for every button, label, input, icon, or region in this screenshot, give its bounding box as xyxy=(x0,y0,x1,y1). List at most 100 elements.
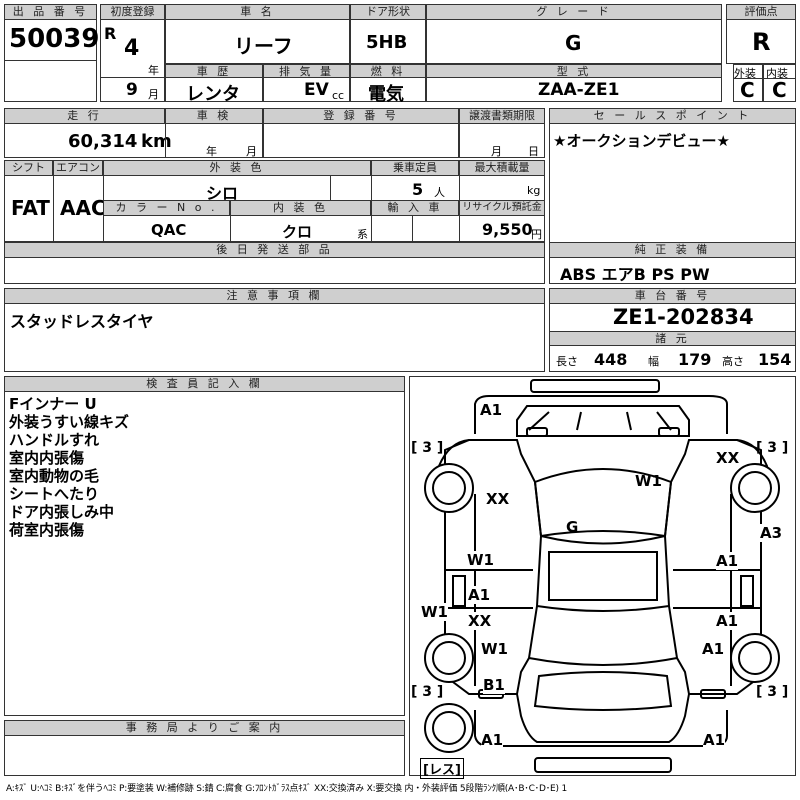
grade-value: G xyxy=(565,31,582,55)
import-label: 輸 入 車 xyxy=(371,200,459,216)
mileage-unit: km xyxy=(141,131,172,152)
first-reg-box xyxy=(100,4,165,102)
chassis-value: ZE1-202834 xyxy=(613,305,754,329)
fuel-label: 燃 料 xyxy=(350,64,426,78)
mark-left-sill: W1 xyxy=(421,603,448,621)
caution-label: 注 意 事 項 欄 xyxy=(4,288,545,304)
transfer-month-unit: 月 xyxy=(491,145,502,158)
mark-rear-bumper-right: A1 xyxy=(703,731,726,749)
exterior-grade-label: 外装 xyxy=(734,67,756,80)
interior-grade-label: 内装 xyxy=(766,67,788,80)
chassis-label: 車 台 番 号 xyxy=(549,288,796,304)
mark-fr-fender: XX xyxy=(716,449,740,467)
dims-length-label: 長さ xyxy=(556,355,578,368)
recycle-unit: 円 xyxy=(531,228,542,241)
aircon-value: AAC xyxy=(60,196,106,220)
note-line: 荷室内張傷 xyxy=(9,521,85,539)
mark-right-edge: A3 xyxy=(760,524,783,542)
car-name-label: 車 名 xyxy=(165,4,350,20)
mark-fr-door: A1 xyxy=(716,552,739,570)
mark-fl-door: W1 xyxy=(467,551,494,569)
mark-rl-door-xx: XX xyxy=(468,612,492,630)
transfer-date-label: 譲渡書類期限 xyxy=(459,108,545,124)
interior-grade: C xyxy=(772,78,787,102)
note-line: ドア内張しみ中 xyxy=(9,503,115,521)
note-line: Fインナー U xyxy=(9,395,97,413)
exterior-color-value: シロ xyxy=(206,184,239,203)
genuine-equip-value: ABS エアB PS PW xyxy=(560,265,710,284)
mileage-label: 走 行 xyxy=(4,108,165,124)
lot-number: 50039 xyxy=(9,24,100,54)
first-reg-month: 9 xyxy=(126,80,138,100)
mark-hood: W1 xyxy=(635,472,662,490)
shift-label: シフト xyxy=(4,160,53,176)
aircon-label: エアコン xyxy=(53,160,103,176)
dims-length: 448 xyxy=(594,350,628,369)
max-load-label: 最大積載量 xyxy=(459,160,545,176)
reg-number-label: 登 録 番 号 xyxy=(263,108,459,124)
note-line: 外装うすい線キズ xyxy=(9,413,130,431)
note-line: 室内動物の毛 xyxy=(9,467,100,485)
office-label: 事 務 局 よ り ご 案 内 xyxy=(4,720,405,736)
capacity-unit: 人 xyxy=(434,186,445,199)
mark-rr-door: A1 xyxy=(716,612,739,630)
color-no-label: カ ラ ー N o . xyxy=(103,200,230,216)
inspection-month-unit: 月 xyxy=(246,145,257,158)
inspector-notes: Fインナー U 外装うすい線キズ ハンドルすれ 室内内張傷 室内動物の毛 シート… xyxy=(9,395,129,539)
note-line: ハンドルすれ xyxy=(9,431,100,449)
door-value: 5HB xyxy=(366,32,408,53)
mark-front-bumper: A1 xyxy=(480,401,503,419)
transfer-day-unit: 日 xyxy=(528,145,539,158)
month-unit: 月 xyxy=(148,88,159,101)
score-value: R xyxy=(752,28,771,56)
caution-value: スタッドレスタイヤ xyxy=(10,312,154,331)
max-load-unit: kg xyxy=(527,184,541,197)
lot-box xyxy=(4,4,97,102)
history-value: レンタ xyxy=(186,84,240,105)
dims-height-label: 高さ xyxy=(722,355,744,368)
legend: A:ｷｽﾞ U:ﾍｺﾐ B:ｷｽﾞを伴うﾍｺﾐ P:要塗装 W:補修跡 S:錆 … xyxy=(6,784,567,794)
tyre-rear-left: [ 3 ] xyxy=(411,684,444,700)
model-label: 型 式 xyxy=(426,64,722,78)
first-reg-label: 初度登録 xyxy=(100,4,165,20)
displacement-unit: cc xyxy=(332,89,345,102)
inspection-label: 車 検 xyxy=(165,108,263,124)
later-parts-label: 後 日 発 送 部 品 xyxy=(4,242,545,258)
lot-label: 出 品 番 号 xyxy=(4,4,97,20)
model-value: ZAA-ZE1 xyxy=(538,80,620,100)
shift-value: FAT xyxy=(11,196,50,220)
tyre-front-right: [ 3 ] xyxy=(756,440,789,456)
tyre-rear-right: [ 3 ] xyxy=(756,684,789,700)
inspection-year-unit: 年 xyxy=(206,145,217,158)
first-reg-era: R xyxy=(104,24,117,43)
displacement-label: 排 気 量 xyxy=(263,64,350,78)
first-reg-year: 4 xyxy=(124,36,140,61)
mileage-value: 60,314 xyxy=(68,131,138,152)
note-line: シートへたり xyxy=(9,485,100,503)
sales-point-value: ★オークションデビュー★ xyxy=(553,132,730,150)
note-line: 室内内張傷 xyxy=(9,449,85,467)
dims-width: 179 xyxy=(678,350,712,369)
grade-label: グ レ ー ド xyxy=(426,4,722,20)
capacity-label: 乗車定員 xyxy=(371,160,459,176)
spare-tyre: [レス] xyxy=(420,758,464,779)
history-label: 車 歴 xyxy=(165,64,263,78)
mark-rl-quarter: W1 xyxy=(481,640,508,658)
score-label: 評価点 xyxy=(726,4,796,20)
sales-point-label: セ ー ル ス ポ イ ン ト xyxy=(549,108,796,124)
interior-color-value: クロ xyxy=(282,223,313,241)
displacement-value: EV xyxy=(304,80,329,100)
genuine-equip-label: 純 正 装 備 xyxy=(549,242,796,258)
color-no-value: QAC xyxy=(151,221,187,239)
exterior-grade: C xyxy=(740,78,755,102)
fuel-value: 電気 xyxy=(368,84,404,105)
interior-color-unit: 系 xyxy=(357,228,368,241)
capacity-value: 5 xyxy=(412,180,424,199)
interior-color-label: 内 装 色 xyxy=(230,200,371,216)
exterior-color-label: 外 装 色 xyxy=(103,160,371,176)
mark-rear-bumper-left: A1 xyxy=(481,731,504,749)
mark-rl-door-a: A1 xyxy=(468,586,491,604)
mark-rear-left: B1 xyxy=(483,676,505,694)
car-name: リーフ xyxy=(234,34,293,58)
recycle-label: リサイクル預託金 xyxy=(459,200,545,216)
